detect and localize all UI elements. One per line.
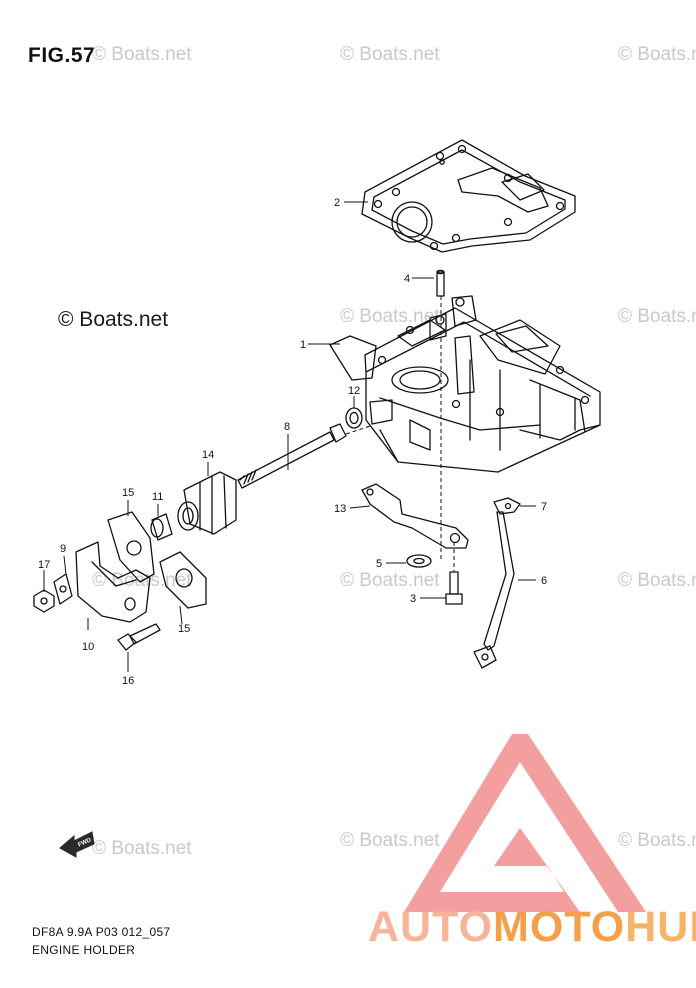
fwd-arrow-icon: FWD	[59, 831, 95, 858]
leader-lines	[43, 201, 536, 672]
callout-5: 5	[376, 558, 382, 570]
callout-1: 1	[300, 339, 306, 351]
brand-logo-icon	[404, 734, 646, 912]
bolt-part-8	[237, 423, 347, 489]
watermark: © Boats.net	[618, 306, 696, 327]
brand-part-auto: AUTO	[368, 903, 494, 951]
figure-name: ENGINE HOLDER	[32, 943, 136, 957]
collar-part-11	[150, 513, 173, 541]
callout-3: 3	[410, 593, 416, 605]
callout-10: 10	[82, 641, 94, 653]
engine-holder-part-1	[329, 295, 601, 473]
callout-8: 8	[284, 421, 290, 433]
plate-part-15-lower	[159, 551, 207, 609]
watermark: © Boats.net	[340, 44, 440, 65]
figure-title: FIG.57	[28, 44, 96, 67]
watermark: © Boats.net	[618, 570, 696, 591]
callout-labels: 1 2 3 4 5 6 7 8 9 10 11 12 13 14 15 15 1…	[38, 197, 547, 687]
callout-7: 7	[541, 501, 547, 513]
callout-16: 16	[122, 675, 134, 687]
callout-2: 2	[334, 197, 340, 209]
fwd-label: FWD	[77, 837, 93, 848]
alignment-lines	[345, 296, 455, 572]
rod-part-6	[473, 511, 515, 669]
callout-9: 9	[60, 543, 66, 555]
watermark: © Boats.net	[618, 44, 696, 65]
plate-part-15-upper	[107, 511, 155, 583]
bolt-part-3	[445, 571, 463, 605]
bracket-part-10	[75, 541, 151, 623]
gasket-part-2	[361, 139, 576, 253]
callout-15-upper: 15	[122, 487, 134, 499]
watermark: © Boats.net	[340, 570, 440, 591]
watermark: © Boats.net	[92, 44, 192, 65]
brand-wordmark: AUTOMOTOHUB	[368, 903, 696, 952]
callout-15-lower: 15	[178, 623, 190, 635]
watermark: © Boats.net	[340, 306, 440, 327]
watermark: © Boats.net	[340, 830, 440, 851]
dowel-pin-part-4	[436, 269, 445, 297]
callout-14: 14	[202, 449, 214, 461]
callout-11: 11	[152, 491, 163, 503]
figure-code: DF8A 9.9A P03 012_057	[32, 925, 171, 939]
plate-part-9	[53, 573, 73, 605]
mount-rubber-part-14	[177, 471, 237, 535]
bracket-part-13	[361, 483, 469, 549]
washer-part-5	[406, 554, 432, 568]
callout-12: 12	[348, 385, 360, 397]
callout-13: 13	[334, 503, 346, 515]
bolt-part-16	[117, 623, 161, 651]
brand-part-hub: HUB	[625, 903, 696, 951]
nut-part-17	[33, 589, 55, 613]
watermark-primary: © Boats.net	[58, 308, 169, 331]
brand-part-moto: MOTO	[493, 903, 626, 951]
callout-17: 17	[38, 559, 50, 571]
callout-4: 4	[404, 273, 410, 285]
watermark: © Boats.net	[618, 830, 696, 851]
washer-part-12	[345, 407, 363, 429]
watermark: © Boats.net	[92, 838, 192, 859]
callout-6: 6	[541, 575, 547, 587]
